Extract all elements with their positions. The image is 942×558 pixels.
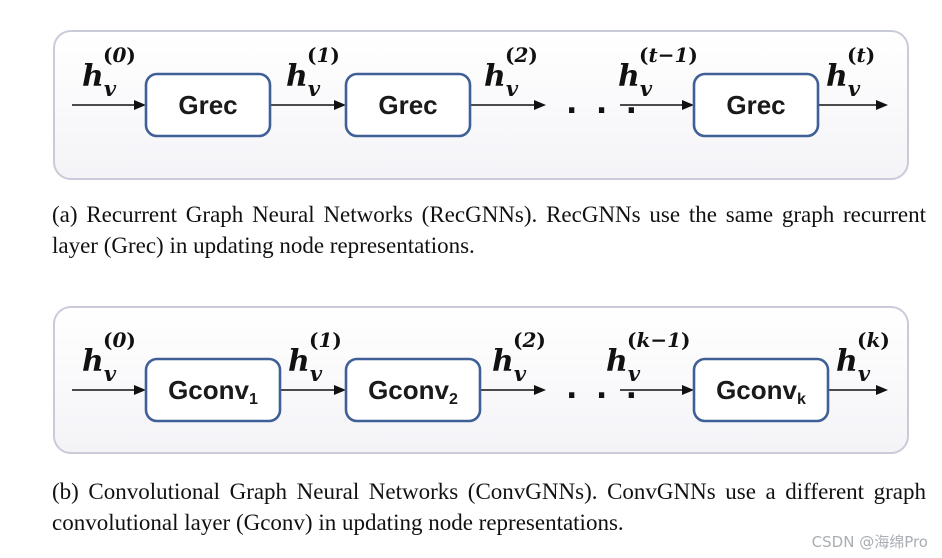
convgnn-state-0: hv(0) xyxy=(82,328,136,386)
convgnn-state-1: hv(1) xyxy=(288,328,342,386)
convgnn-state-4: hv(k) xyxy=(836,328,890,386)
convgnn-arrow-out xyxy=(828,385,888,395)
recgnn-state-4: hv(t) xyxy=(826,43,875,101)
recgnn-block-1: Grec xyxy=(144,72,272,138)
recgnn-state-2: hv(2) xyxy=(484,43,538,101)
recgnn-block-2: Grec xyxy=(344,72,472,138)
svg-text:Gconv2: Gconv2 xyxy=(368,375,458,408)
recgnn-block-3: Grec xyxy=(692,72,820,138)
convgnn-ellipsis: . . . xyxy=(566,371,641,406)
recgnn-arrow-2-out xyxy=(470,100,546,110)
convgnn-diagram: Gconv1 Gconv2 Gconvk hv(0) hv(1) hv(2) hv(k−1)… xyxy=(72,328,890,423)
recgnn-arrow-in xyxy=(72,100,146,110)
svg-text:Grec: Grec xyxy=(178,90,237,120)
convgnn-arrow-2-out xyxy=(480,385,546,395)
recgnn-arrow-1-2 xyxy=(270,100,346,110)
convgnn-block-1: Gconv1 xyxy=(144,357,282,423)
recgnn-state-3: hv(t−1) xyxy=(618,43,698,101)
watermark: CSDN @海绵Pro xyxy=(811,533,928,551)
recgnn-arrow-into-last xyxy=(620,100,694,110)
convgnn-arrow-in xyxy=(72,385,146,395)
recgnn-arrow-out xyxy=(818,100,888,110)
convgnn-block-3: Gconvk xyxy=(692,357,830,423)
convgnn-state-2: hv(2) xyxy=(492,328,546,386)
caption-convgnn: (b) Convolutional Graph Neural Networks … xyxy=(52,479,926,535)
caption-recgnn: (a) Recurrent Graph Neural Networks (Rec… xyxy=(52,202,926,258)
svg-text:Gconvk: Gconvk xyxy=(716,375,806,408)
svg-text:Grec: Grec xyxy=(378,90,437,120)
recgnn-state-0: hv(0) xyxy=(82,43,136,101)
convgnn-state-3: hv(k−1) xyxy=(606,328,690,386)
svg-text:Gconv1: Gconv1 xyxy=(168,375,258,408)
convgnn-block-2: Gconv2 xyxy=(344,357,482,423)
svg-text:Grec: Grec xyxy=(726,90,785,120)
recgnn-ellipsis: . . . xyxy=(566,86,641,121)
convgnn-arrow-into-last xyxy=(620,385,694,395)
convgnn-arrow-1-2 xyxy=(280,385,346,395)
recgnn-state-1: hv(1) xyxy=(286,43,340,101)
recgnn-diagram: Grec Grec Grec hv(0) hv(1) hv(2) hv(t−1) hv(t).… xyxy=(72,43,888,138)
